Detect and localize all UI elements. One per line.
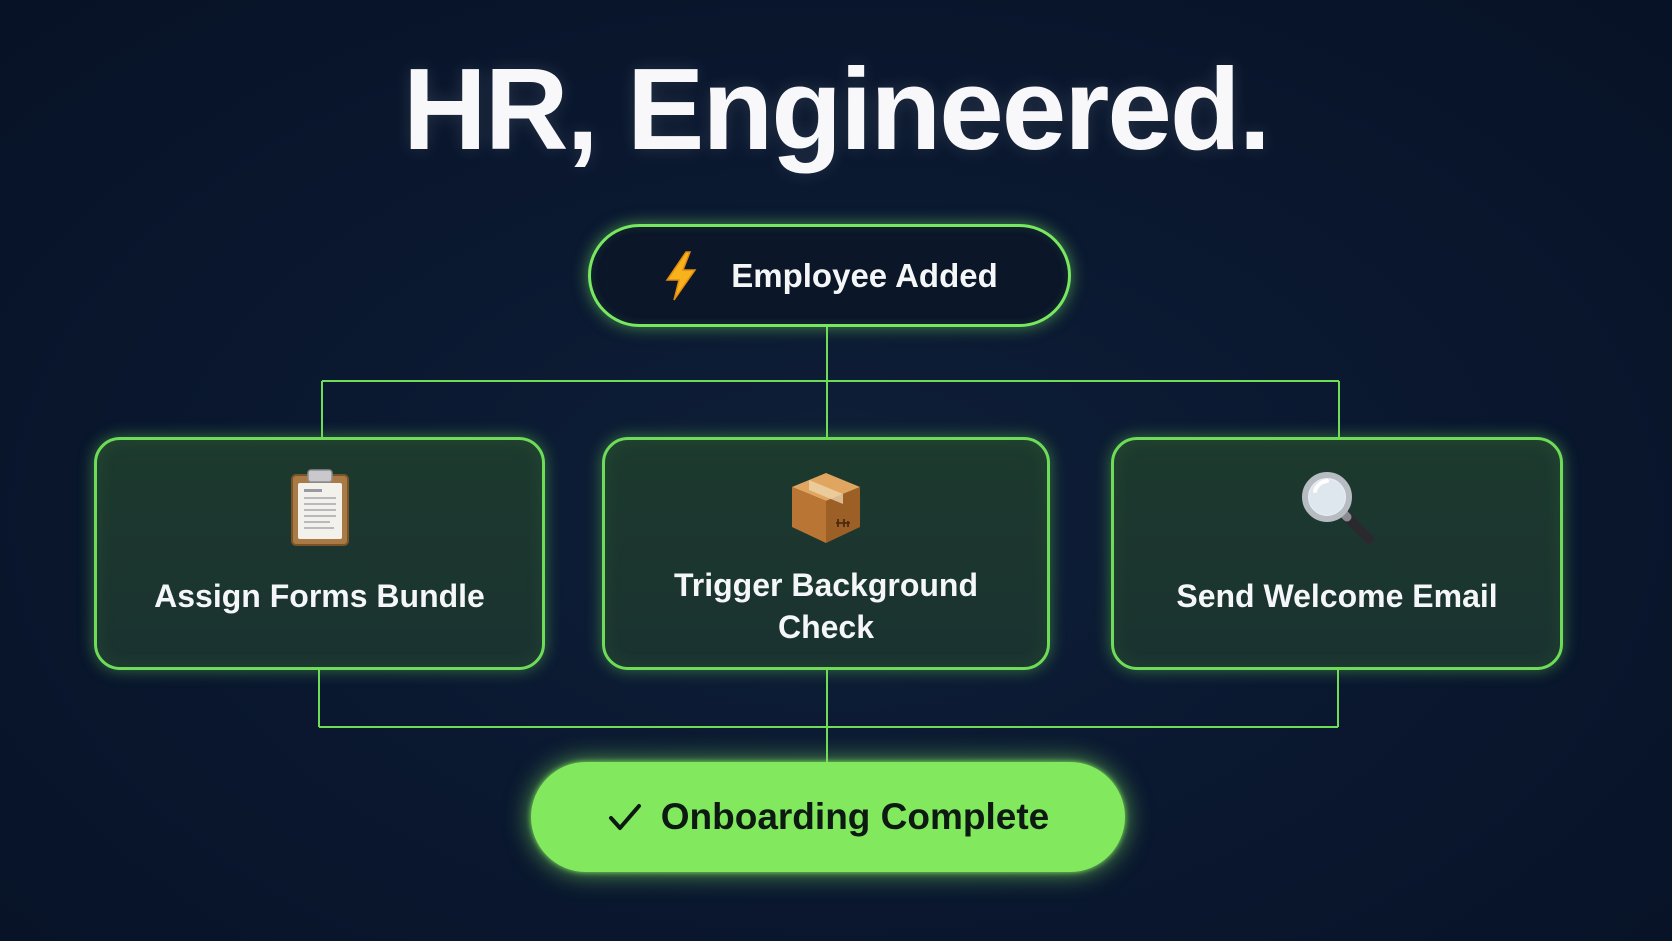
trigger-label: Employee Added bbox=[731, 256, 998, 294]
package-icon bbox=[792, 473, 860, 543]
step-label: Assign Forms Bundle bbox=[154, 578, 485, 614]
result-node-onboarding-complete[interactable]: Onboarding Complete bbox=[531, 762, 1125, 872]
trigger-node-employee-added[interactable]: Employee Added bbox=[588, 224, 1071, 327]
result-label: Onboarding Complete bbox=[660, 796, 1050, 837]
magnifying-glass-icon bbox=[1302, 472, 1374, 544]
page-title: HR, Engineered. bbox=[403, 44, 1271, 174]
checkmark-icon bbox=[608, 804, 641, 830]
step-card-assign-forms-bundle[interactable]: Assign Forms Bundle bbox=[94, 437, 545, 670]
clipboard-icon bbox=[290, 469, 349, 546]
step-card-send-welcome-email[interactable]: Send Welcome Email bbox=[1111, 437, 1563, 670]
step-label: Trigger Background Check bbox=[673, 567, 979, 645]
lightning-bolt-icon bbox=[665, 250, 697, 300]
step-label: Send Welcome Email bbox=[1176, 578, 1498, 614]
step-card-trigger-background-check[interactable]: Trigger Background Check bbox=[602, 437, 1050, 670]
